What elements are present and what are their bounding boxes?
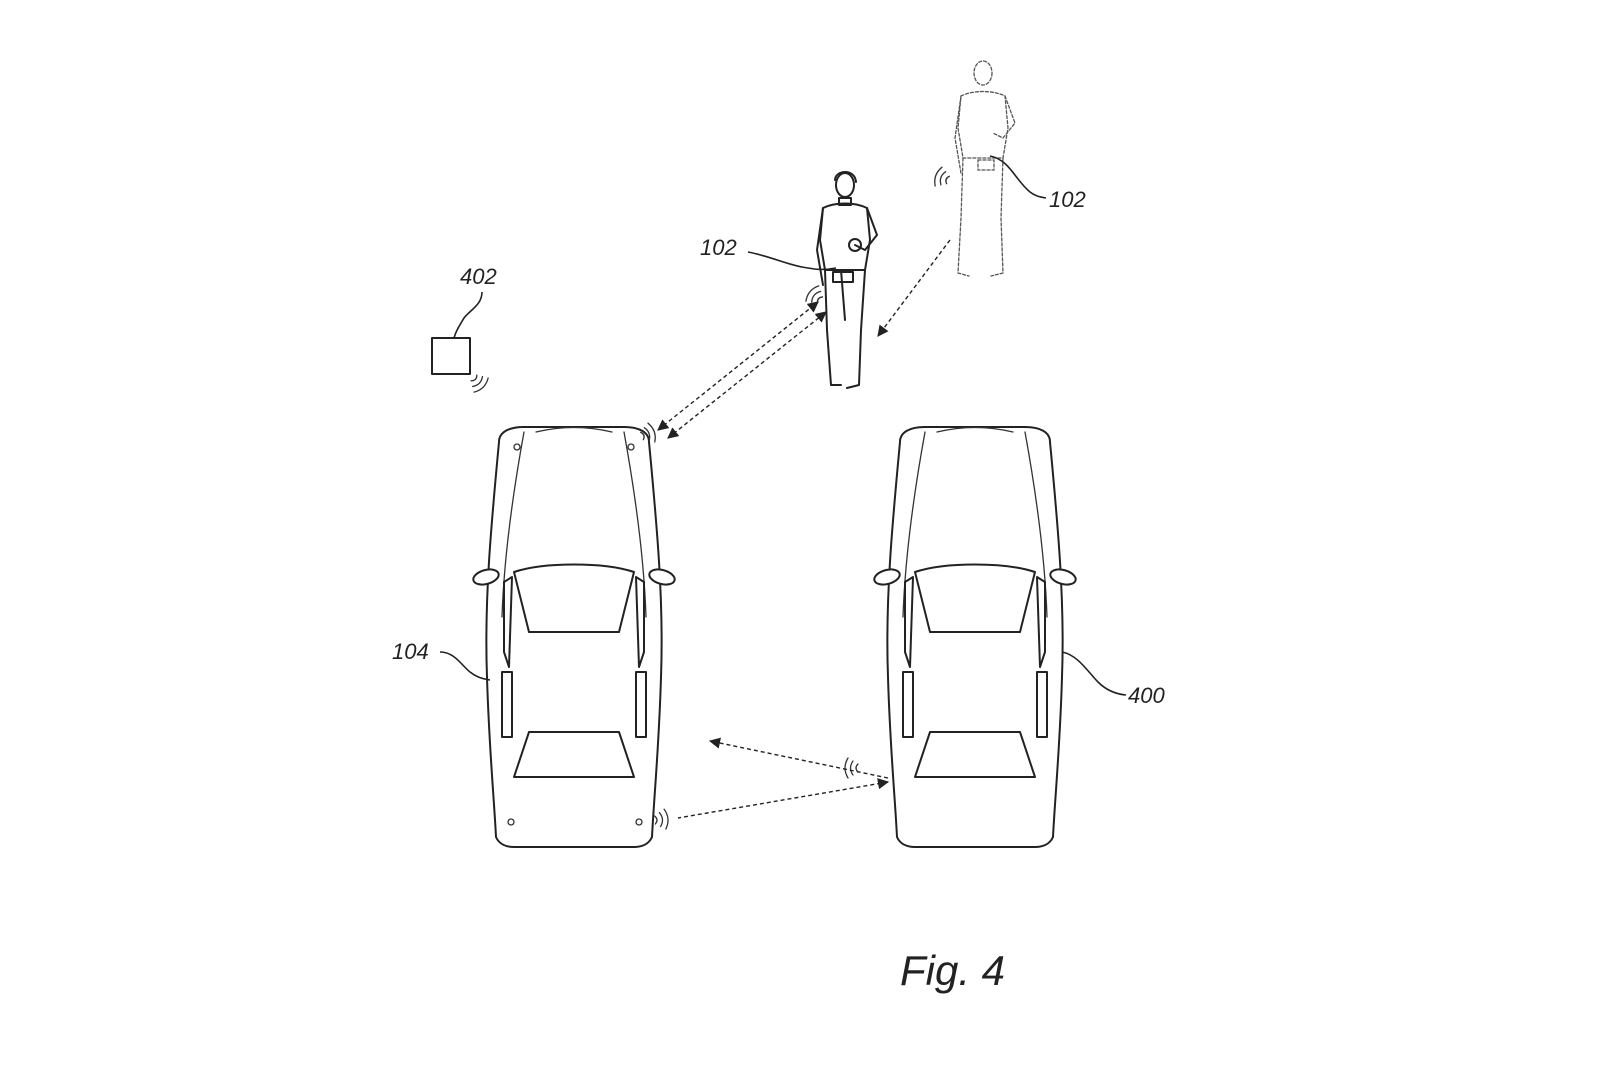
leader-person-far [989,155,1047,199]
person-far-signal-waves [931,165,953,191]
vehicle-left-rear-signal-waves [653,808,670,831]
vehicle-right [871,426,1079,848]
label-vehicle-left: 104 [392,639,429,664]
link-vehicles-b [677,778,890,819]
movement-arrow [877,239,951,337]
beacon-box [431,337,471,375]
figure-caption: Fig. 4 [900,947,1005,994]
label-person-near: 102 [700,235,737,260]
label-person-far: 102 [1049,187,1086,212]
person-far-figure [954,60,1016,277]
link-vehicle-person-b [667,311,827,439]
label-vehicle-right: 400 [1128,683,1165,708]
leader-vehicle-left [439,651,491,681]
leader-person-near [747,251,837,271]
leader-vehicle-right [1061,651,1127,696]
person-near-figure [816,171,878,389]
label-beacon: 402 [460,264,497,289]
person-near-signal-waves [802,283,828,309]
vehicle-left [470,426,678,848]
leader-beacon [453,291,483,339]
link-vehicle-person-a [657,301,819,431]
link-vehicles-a [708,737,889,779]
vehicle-right-signal-waves [844,757,859,779]
